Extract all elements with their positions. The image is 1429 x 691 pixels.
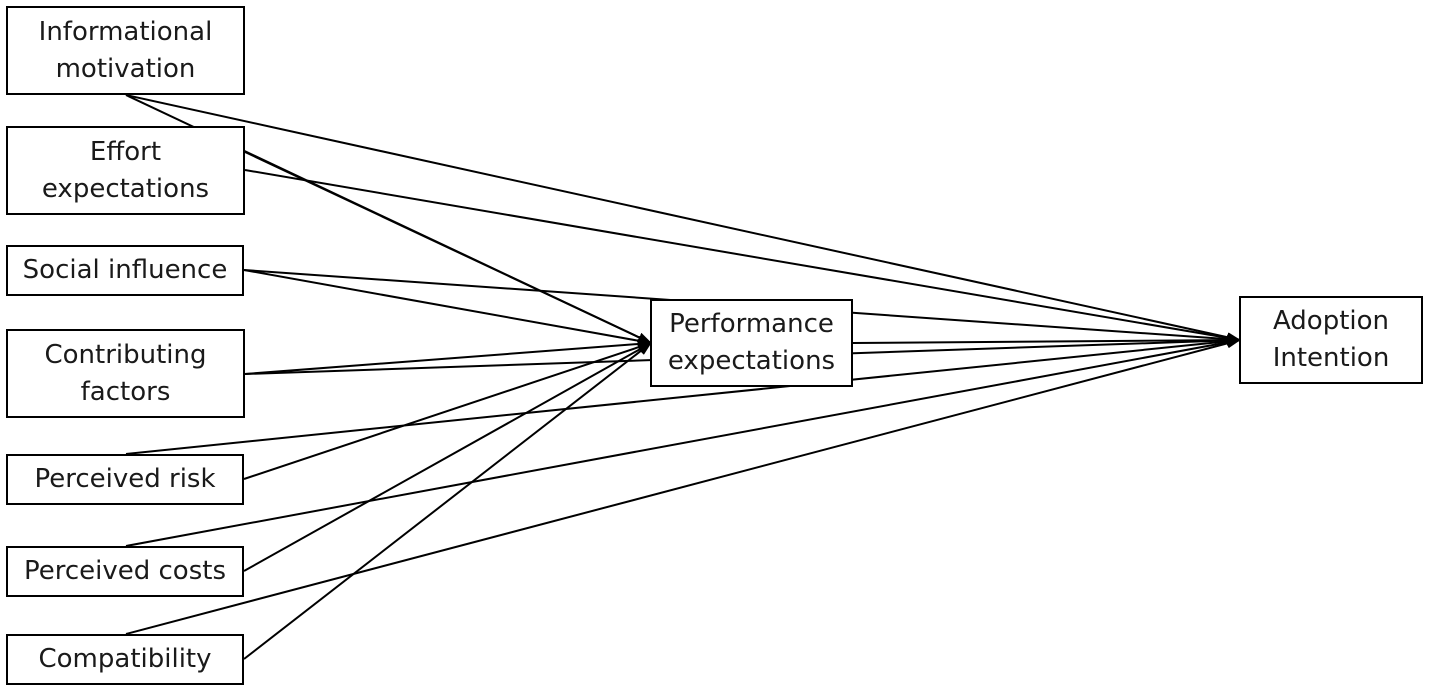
node-label: Social influence [22, 255, 228, 285]
arrow-performance-expectations-to-adoption-intention [852, 335, 1241, 346]
node-informational-motivation: Informational motivation [6, 6, 245, 95]
node-label-line: Effort [89, 136, 162, 167]
arrow-perceived-risk-to-adoption-intention [125, 336, 1241, 455]
node-label: Compatibility [38, 644, 212, 674]
arrow-effort-expectations-to-performance-expectations [244, 151, 652, 344]
arrow-compatibility-to-adoption-intention [125, 338, 1241, 635]
arrow-perceived-risk-to-performance-expectations [243, 342, 652, 480]
node-social-influence: Social influence [6, 245, 244, 296]
node-label: Perceived costs [23, 556, 227, 586]
arrow-perceived-costs-to-adoption-intention [125, 337, 1241, 547]
node-label-line: Contributing [44, 339, 207, 370]
node-label: Perceived risk [34, 464, 216, 494]
node-perceived-costs: Perceived costs [6, 546, 244, 597]
node-contributing-factors: Contributing factors [6, 329, 245, 418]
node-label-line: expectations [667, 346, 836, 376]
node-label-line: expectations [41, 173, 210, 204]
node-label-line: Performance [669, 309, 834, 339]
arrow-perceived-costs-to-performance-expectations [243, 342, 652, 572]
node-label-line: Intention [1272, 343, 1390, 373]
node-compatibility: Compatibility [6, 634, 244, 685]
arrow-informational-motivation-to-adoption-intention [125, 94, 1241, 343]
arrow-social-influence-to-performance-expectations [243, 269, 652, 346]
node-label-line: factors [80, 376, 171, 407]
node-perceived-risk: Perceived risk [6, 454, 244, 505]
node-label-line: motivation [55, 53, 196, 84]
arrow-contributing-factors-to-performance-expectations [244, 339, 652, 375]
node-label-line: Informational [38, 16, 213, 47]
node-effort-expectations: Effort expectations [6, 126, 245, 215]
node-performance-expectations: Performance expectations [650, 299, 853, 387]
arrow-effort-expectations-to-adoption-intention [244, 169, 1241, 343]
arrow-compatibility-to-performance-expectations [243, 342, 652, 660]
node-label-line: Adoption [1272, 306, 1390, 336]
